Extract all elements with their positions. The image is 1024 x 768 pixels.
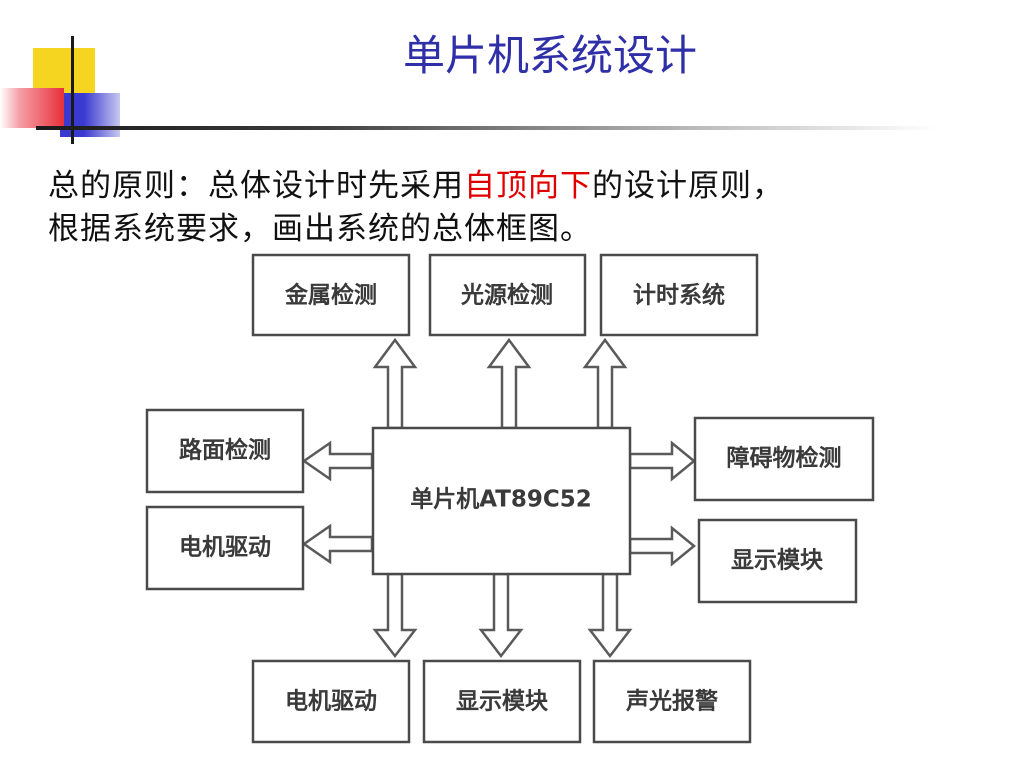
arrow-left-1 (301, 440, 374, 482)
left-box-1 (145, 408, 305, 494)
left-label-1: 路面检测 (179, 437, 271, 464)
right-box-2 (697, 518, 858, 604)
diagram-arrows (301, 337, 696, 659)
bottom-label-1: 电机驱动 (285, 689, 377, 715)
bottom-box-2 (422, 659, 582, 744)
arrow-up-2 (486, 337, 532, 430)
paragraph-highlight: 自顶向下 (464, 168, 592, 204)
left-label-2: 电机驱动 (179, 535, 271, 561)
arrow-right-2 (628, 525, 696, 567)
arrow-down-1 (372, 572, 418, 659)
top-label-2: 光源检测 (460, 282, 553, 309)
arrow-down-3 (587, 572, 633, 659)
center-label: 单片机AT89C52 (410, 487, 592, 513)
center-box (371, 426, 632, 576)
arrow-up-3 (582, 337, 628, 430)
arrow-up-1 (372, 337, 418, 430)
top-label-3: 计时系统 (633, 282, 725, 309)
right-label-2: 显示模块 (731, 548, 823, 574)
paragraph-line-1-prefix: 总的原则：总体设计时先采用 (48, 168, 464, 204)
top-label-1: 金属检测 (284, 282, 377, 309)
top-box-2 (428, 253, 587, 337)
deco-red-square (0, 88, 64, 128)
bottom-label-2: 显示模块 (456, 689, 548, 715)
left-box-2 (145, 505, 305, 591)
arrow-down-2 (478, 572, 524, 659)
bottom-box-1 (251, 659, 411, 744)
bottom-box-3 (592, 659, 752, 744)
deco-vertical-line (71, 36, 74, 144)
right-label-1: 障碍物检测 (727, 445, 842, 472)
bottom-label-3: 声光报警 (626, 689, 718, 715)
paragraph-line-2: 根据系统要求，画出系统的总体框图。 (48, 211, 592, 247)
arrow-left-2 (301, 523, 374, 565)
right-box-1 (693, 416, 875, 502)
diagram-boxes (145, 253, 875, 744)
top-box-1 (251, 253, 411, 337)
paragraph-line-1: 总的原则：总体设计时先采用自顶向下的设计原则， (48, 160, 784, 205)
title-underline (36, 126, 936, 130)
arrow-right-1 (628, 440, 696, 482)
diagram-labels: 单片机AT89C52 金属检测 光源检测 计时系统 路面检测 电机驱动 障碍物检… (179, 282, 842, 715)
paragraph-line-1-suffix: 的设计原则， (592, 168, 784, 204)
page-title: 单片机系统设计 (402, 31, 697, 80)
top-box-3 (599, 253, 759, 337)
